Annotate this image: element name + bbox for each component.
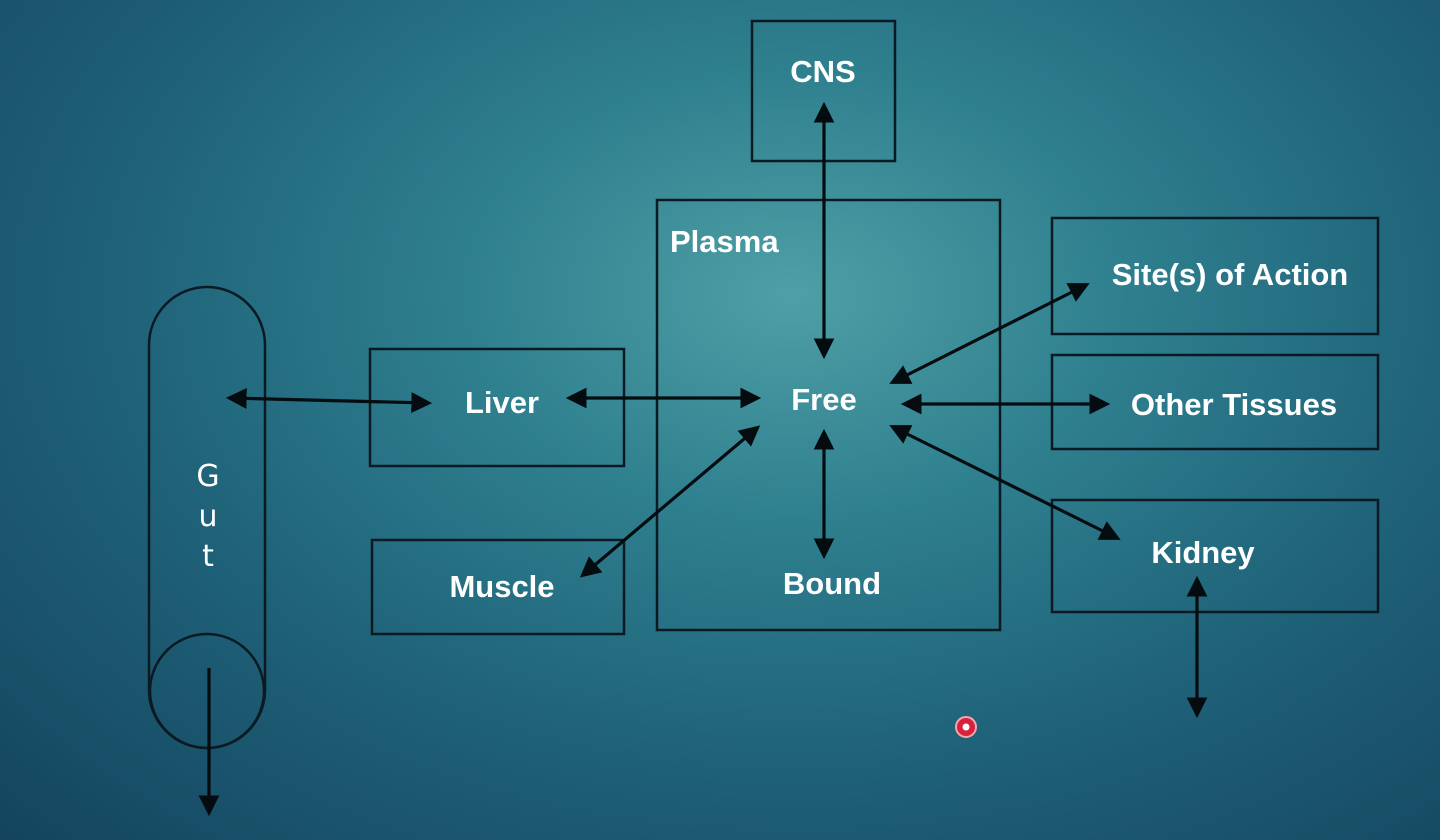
kidney-label: Kidney: [1151, 535, 1255, 570]
free-label: Free: [791, 382, 856, 417]
gut-letter-t: t: [202, 539, 214, 574]
plasma-label: Plasma: [670, 224, 779, 259]
site-of-action-label: Site(s) of Action: [1112, 257, 1349, 292]
gut-letter-g: G: [196, 459, 219, 494]
free-site-of-action-arrow: [889, 283, 1090, 384]
kidney-box: [1050, 498, 1380, 614]
gut-letter-u: u: [198, 499, 217, 534]
laser-pointer-icon: [955, 716, 977, 738]
muscle-box: [370, 538, 626, 636]
free-muscle-arrow: [579, 425, 761, 578]
gut-outlet-circle: [148, 632, 266, 750]
muscle-label: Muscle: [449, 569, 554, 604]
bound-label: Bound: [783, 566, 881, 601]
gut-liver-arrow: [225, 388, 433, 413]
free-kidney-arrow: [889, 425, 1121, 540]
site-of-action-box: [1050, 216, 1380, 336]
cns-label: CNS: [790, 54, 855, 89]
other-tissues-label: Other Tissues: [1131, 387, 1337, 422]
liver-label: Liver: [465, 385, 539, 420]
